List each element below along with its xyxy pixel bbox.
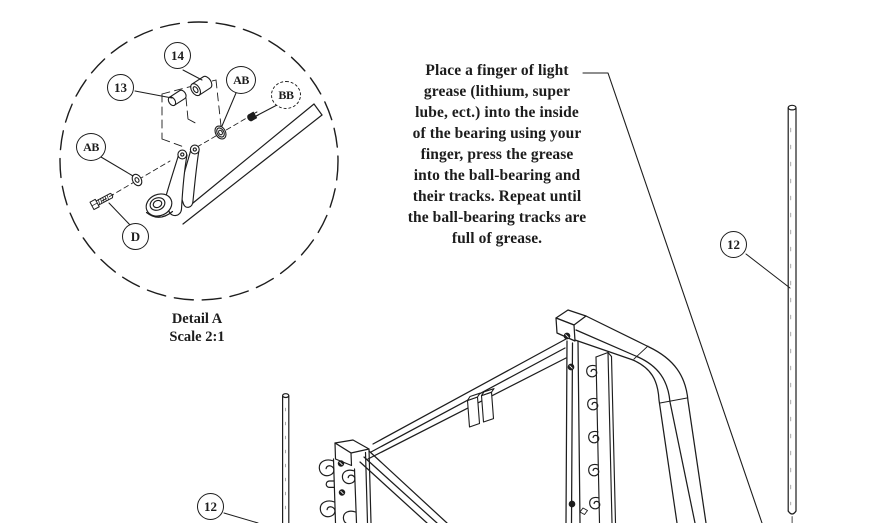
balloon-d: D — [122, 223, 149, 250]
balloon-12-left: 12 — [197, 493, 224, 520]
center-post — [565, 340, 581, 523]
phantom-bracket-outline — [161, 79, 222, 148]
balloon-13: 13 — [107, 74, 134, 101]
corner-block — [555, 309, 587, 342]
balloon-14: 14 — [164, 42, 191, 69]
detail-boundary-circle — [59, 21, 339, 301]
guide-bar-lines — [182, 103, 323, 225]
bushing-13-drawing — [167, 89, 187, 107]
clamp-bracket — [466, 388, 495, 428]
leader-balloon-12-right — [745, 253, 791, 289]
side-beam — [367, 338, 567, 460]
detail-a-caption: Detail A Scale 2:1 — [169, 311, 225, 345]
front-left-beam — [359, 450, 448, 523]
washer-ab-upper-drawing — [214, 125, 227, 140]
leader-balloon-bb — [255, 104, 278, 117]
leader-balloon-d — [108, 202, 132, 227]
center-catch-column — [586, 351, 617, 523]
grease-instruction-note: Place a finger of light grease (lithium,… — [407, 62, 587, 247]
leader-balloon-ab-lower — [100, 156, 134, 177]
exploded-axis-lines — [101, 111, 258, 202]
detail-circle-drawing — [59, 21, 339, 301]
frame-drawing — [318, 309, 707, 523]
leader-balloon-12-left — [223, 512, 259, 523]
guide-rod-left-drawing — [282, 393, 290, 523]
guide-rod-right-drawing — [787, 104, 797, 523]
roller-arm-drawing — [145, 144, 200, 218]
washer-ab-lower-drawing — [131, 173, 143, 187]
left-upright — [318, 439, 372, 523]
bushing-14-drawing — [190, 75, 213, 97]
balloon-12-right: 12 — [720, 231, 747, 258]
leader-balloon-14 — [182, 69, 203, 81]
top-beam — [574, 315, 650, 361]
leader-balloon-ab-upper — [221, 92, 237, 127]
leader-lines — [100, 69, 791, 523]
screw-bb-drawing — [247, 111, 259, 122]
leader-balloon-13 — [134, 90, 173, 99]
balloon-bb: BB — [271, 81, 301, 109]
balloon-ab-upper: AB — [226, 66, 256, 94]
leader-note — [582, 72, 763, 523]
bolt-d-drawing — [89, 192, 114, 211]
right-corner-tube — [632, 345, 707, 523]
frame-bolts — [337, 332, 588, 515]
balloon-ab-lower: AB — [76, 133, 106, 161]
